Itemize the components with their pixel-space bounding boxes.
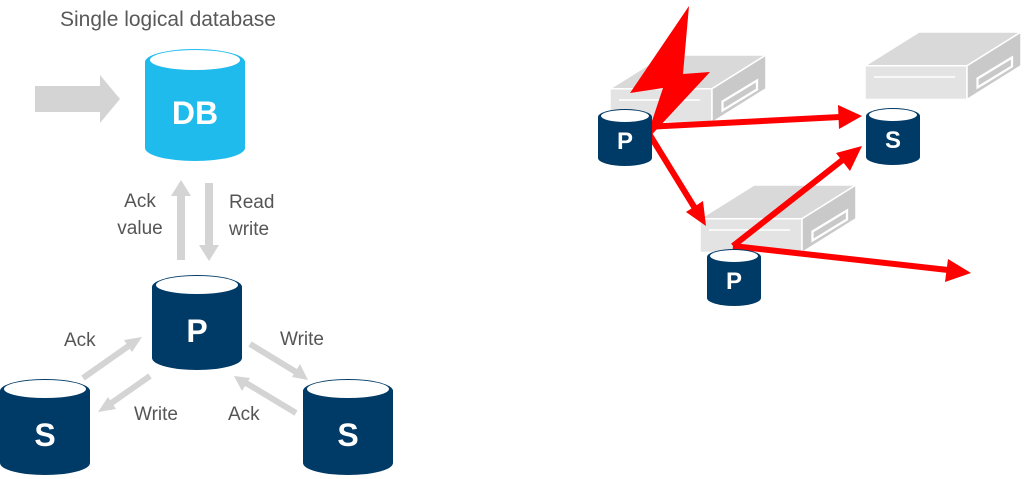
database-cylinder bbox=[145, 49, 245, 161]
write-left-label: Write bbox=[134, 404, 178, 425]
secondary-cylinder-right bbox=[303, 379, 393, 475]
primary-label: P bbox=[186, 313, 208, 349]
secondary-label-left: S bbox=[34, 417, 56, 453]
read-write-label: Read write bbox=[229, 192, 275, 240]
ack-left-arrow bbox=[81, 337, 142, 381]
secondary-cylinder-small bbox=[866, 108, 920, 165]
server-icon bbox=[698, 183, 858, 254]
replication-arrow-to-secondary bbox=[731, 146, 862, 249]
write-right-label: Write bbox=[280, 329, 324, 350]
ack-right-arrow bbox=[234, 376, 298, 416]
ack-left-label: Ack bbox=[64, 330, 96, 351]
primary-cylinder-failed bbox=[598, 109, 652, 166]
secondary-label-right: S bbox=[337, 417, 359, 453]
secondary-cylinder-left bbox=[0, 379, 90, 475]
read-write-arrow bbox=[199, 183, 219, 261]
write-left-arrow bbox=[98, 373, 152, 412]
input-arrow bbox=[35, 75, 120, 123]
primary-failed-label: P bbox=[616, 128, 633, 155]
ack-right-label: Ack bbox=[228, 404, 260, 425]
primary-cylinder bbox=[152, 275, 242, 370]
failure-arrow-to-secondary bbox=[644, 105, 862, 130]
write-right-arrow bbox=[248, 341, 308, 380]
replication-arrow-outbound bbox=[732, 243, 971, 282]
db-label: DB bbox=[171, 95, 219, 131]
secondary-small-label: S bbox=[884, 127, 901, 154]
diagram-title: Single logical database bbox=[60, 8, 276, 31]
server-icon bbox=[863, 30, 1023, 101]
primary-new-label: P bbox=[725, 268, 742, 295]
ack-value-arrow bbox=[171, 180, 191, 260]
lightning-icon bbox=[630, 6, 710, 142]
ack-value-label: Ack value bbox=[117, 191, 163, 239]
primary-cylinder-new bbox=[707, 249, 761, 306]
failover-arrow-to-new-primary bbox=[645, 130, 706, 226]
